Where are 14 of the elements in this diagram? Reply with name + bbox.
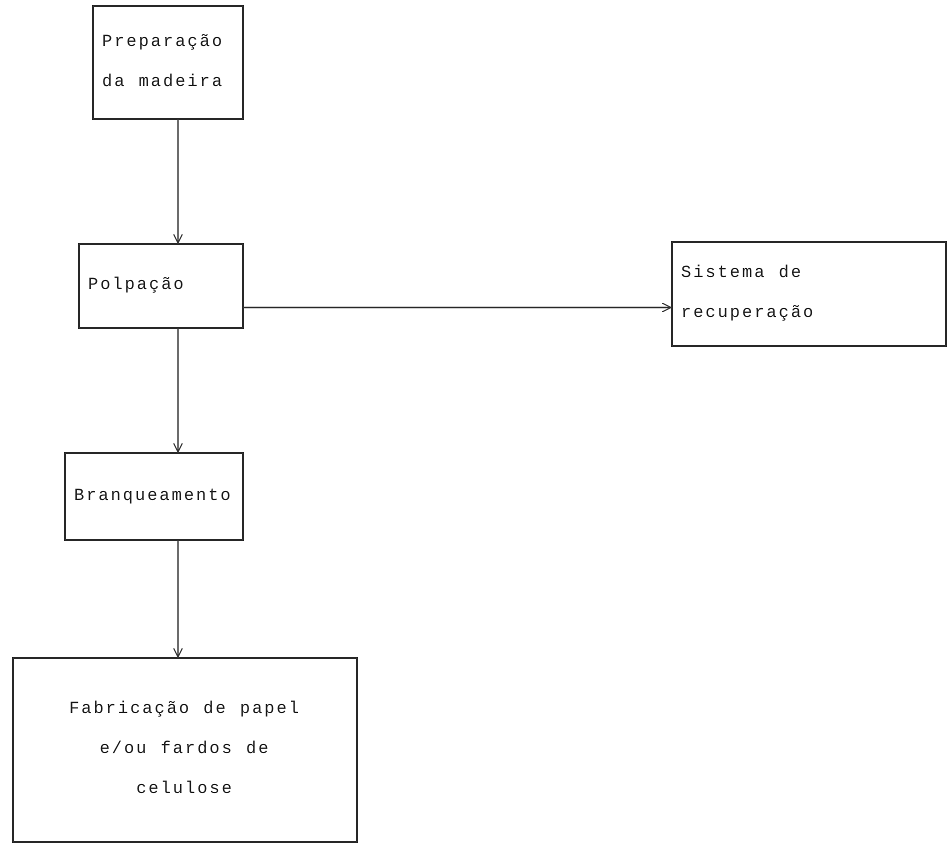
box-label: Preparação da madeira bbox=[102, 32, 226, 94]
arrow bbox=[244, 302, 672, 313]
process-box bbox=[92, 5, 244, 120]
box-label: Fabricação de papel e/ou fardos de celulose bbox=[68, 699, 302, 801]
arrow bbox=[172, 329, 184, 453]
box-label: Branqueamento bbox=[74, 486, 233, 508]
process-box bbox=[78, 243, 244, 329]
process-box bbox=[64, 452, 244, 541]
box-label: Sistema de recuperação bbox=[681, 263, 816, 325]
arrow bbox=[172, 120, 184, 244]
box-label: Polpação bbox=[88, 275, 186, 297]
process-box bbox=[12, 657, 358, 843]
arrow bbox=[172, 541, 184, 658]
process-box bbox=[671, 241, 947, 347]
